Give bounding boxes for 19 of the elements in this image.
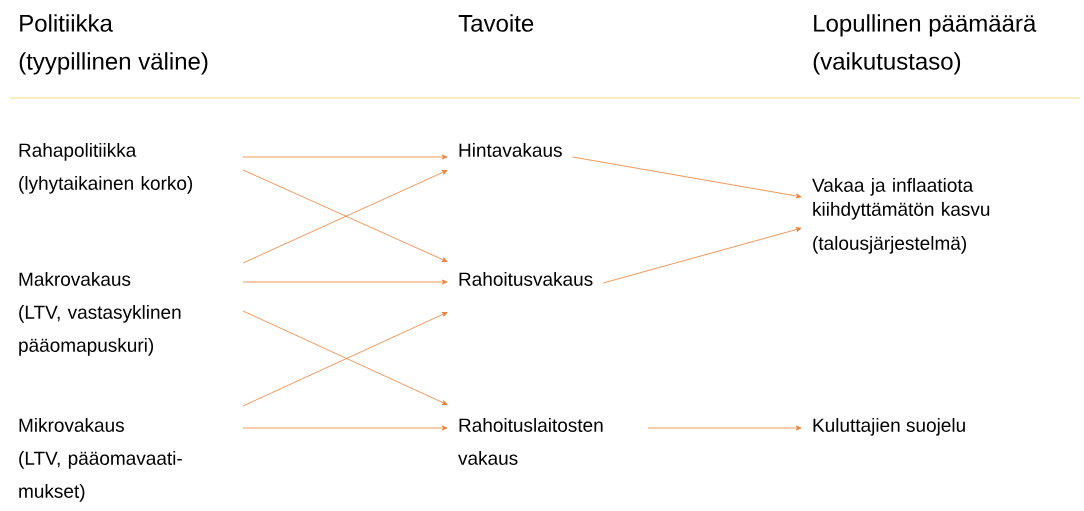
arrow <box>242 425 448 431</box>
arrow <box>242 279 448 285</box>
node-text: Kuluttajien suojelu <box>813 418 965 436</box>
column-heading: Politiikka <box>20 14 113 32</box>
node-text: Makrovakaus (LTV, vastasyklinen pääomapuskuri) <box>19 272 181 356</box>
node-text: Vakaa ja inflaatiota kiihdyttämätön kasvu (talousjärjestelmä) <box>812 178 990 254</box>
column-heading: Lopullinen päämäärä <box>814 14 1037 37</box>
column-heading: (vaikutustaso) <box>813 52 961 75</box>
node-text: Rahoituslaitosten vakaus <box>458 418 603 465</box>
column-heading: Tavoite <box>458 14 534 32</box>
column-heading: (tyypillinen väline) <box>19 52 208 75</box>
node-text: Hintavakaus <box>459 143 562 157</box>
arrow <box>572 156 802 199</box>
arrow <box>602 227 802 284</box>
node-text: Rahapolitiikka (lyhytaikainen korko) <box>19 143 193 194</box>
node-text: Mikrovakaus (LTV, pääomavaati- mukset) <box>19 418 182 502</box>
node-text: Rahoitusvakaus <box>459 272 593 286</box>
arrow <box>242 154 448 160</box>
arrow <box>647 425 802 431</box>
